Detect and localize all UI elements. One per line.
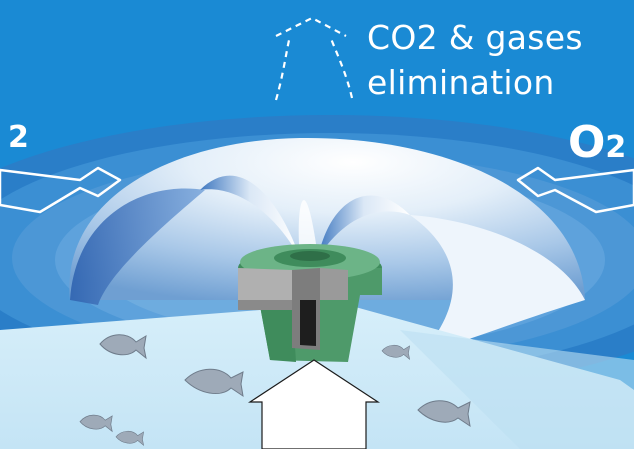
fish-icon bbox=[79, 414, 113, 433]
aerator-nozzle bbox=[238, 244, 382, 362]
dashed-arrow-icon bbox=[274, 16, 354, 101]
o2-label-right: O2 bbox=[568, 117, 626, 168]
o2-label-left: 2 bbox=[8, 120, 29, 155]
o2-label-right-symbol: O bbox=[568, 117, 606, 168]
gas-elimination-label-line1: CO2 & gases bbox=[367, 18, 583, 57]
arrow-right-icon bbox=[0, 166, 122, 214]
fish-icon bbox=[417, 400, 471, 428]
fish-icon bbox=[115, 430, 145, 446]
arrow-left-icon bbox=[516, 166, 634, 214]
fish-icon bbox=[99, 334, 147, 360]
o2-label-right-subscript: 2 bbox=[605, 130, 627, 165]
fish-icon bbox=[184, 368, 244, 398]
gas-elimination-label-line2: elimination bbox=[367, 63, 555, 102]
fish-icon bbox=[381, 344, 411, 360]
arrow-up-icon bbox=[247, 359, 381, 449]
water-dome bbox=[69, 137, 586, 355]
